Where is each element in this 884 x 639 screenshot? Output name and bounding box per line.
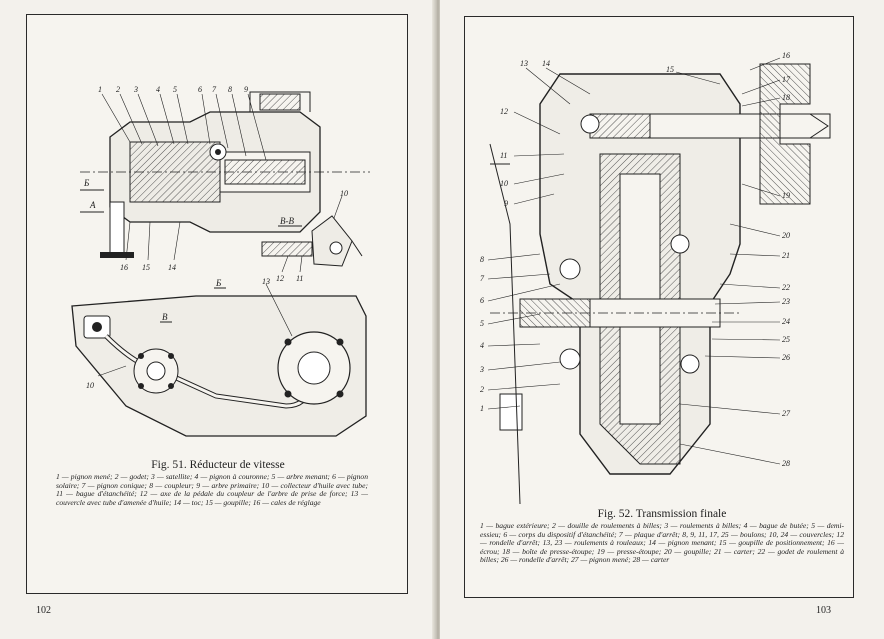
callout-19-right: 19	[782, 191, 790, 200]
final-drive-drawing: 13 14 12 11 10 9 8 7 6 5 4 3 2 1 16 15 1…	[480, 44, 850, 504]
callout-10: 10	[86, 381, 94, 390]
left-page: 1 2 3 4 5 6 7 8 9 Б А	[0, 0, 436, 639]
callout-13-right: 13	[520, 59, 528, 68]
callout-25-right: 25	[782, 335, 790, 344]
callout-22-right: 22	[782, 283, 790, 292]
callout-3: 3	[133, 85, 138, 94]
callout-14: 14	[168, 263, 176, 272]
page-number-right: 103	[816, 605, 831, 616]
callout-21-right: 21	[782, 251, 790, 260]
callout-18-right: 18	[782, 93, 790, 102]
callout-14-right: 14	[542, 59, 550, 68]
callout-15-right: 15	[666, 65, 674, 74]
callout-16: 16	[120, 263, 128, 272]
callout-5: 5	[173, 85, 177, 94]
callout-5-right: 5	[480, 319, 484, 328]
callout-8: 8	[228, 85, 232, 94]
callout-11: 11	[296, 274, 303, 283]
callout-7: 7	[212, 85, 217, 94]
callout-17-right: 17	[782, 75, 791, 84]
callout-9-right: 9	[504, 199, 508, 208]
section-mark-bb: В-В	[280, 216, 294, 226]
callout-26-right: 26	[782, 353, 790, 362]
figure-52-legend: 1 — bague extérieure; 2 — douille de rou…	[480, 521, 844, 565]
callout-20-right: 20	[782, 231, 790, 240]
section-mark-b: Б	[83, 178, 90, 188]
callout-12: 12	[276, 274, 284, 283]
callout-16-right: 16	[782, 51, 790, 60]
callout-2: 2	[116, 85, 120, 94]
callout-4-right: 4	[480, 341, 484, 350]
callout-15: 15	[142, 263, 150, 272]
callout-11-right: 11	[500, 151, 507, 160]
section-mark-b-plan: Б	[215, 278, 222, 288]
callout-2-right: 2	[480, 385, 484, 394]
callout-13: 13	[262, 277, 270, 286]
callout-9: 9	[244, 85, 248, 94]
callout-10-detail: 10	[340, 189, 348, 198]
callout-7-right: 7	[480, 274, 485, 283]
callout-28-right: 28	[782, 459, 790, 468]
right-page: 13 14 12 11 10 9 8 7 6 5 4 3 2 1 16 15 1…	[440, 0, 884, 639]
callout-12-right: 12	[500, 107, 508, 116]
callout-4: 4	[156, 85, 160, 94]
callout-10-right: 10	[500, 179, 508, 188]
section-bb-drawing: В-В 10 12 11	[252, 186, 372, 286]
page-number-left: 102	[36, 605, 51, 616]
section-mark-v: В	[162, 312, 168, 322]
figure-51-legend: 1 — pignon mené; 2 — godet; 3 — satellit…	[56, 472, 368, 507]
gearbox-section-drawing: 1 2 3 4 5 6 7 8 9 Б А	[70, 82, 400, 282]
callout-3-right: 3	[480, 365, 484, 374]
figure-52-title: Fig. 52. Transmission finale	[597, 508, 727, 520]
callout-6-right: 6	[480, 296, 484, 305]
callout-23-right: 23	[782, 297, 790, 306]
callout-6: 6	[198, 85, 202, 94]
figure-51-title: Fig. 51. Réducteur de vitesse	[151, 459, 285, 471]
callout-8-right: 8	[480, 255, 484, 264]
section-mark-a: А	[89, 200, 96, 210]
callout-24-right: 24	[782, 317, 790, 326]
callout-27-right: 27	[782, 409, 791, 418]
callout-1: 1	[98, 85, 102, 94]
gearbox-plan-drawing: Б В 13 10	[66, 276, 376, 456]
callout-1-right: 1	[480, 404, 484, 413]
